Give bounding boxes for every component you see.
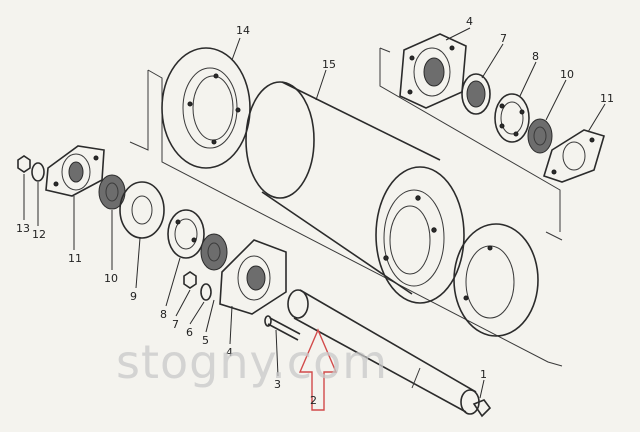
callout-8-left: 8: [160, 308, 167, 321]
shaft-and-bolt: [264, 289, 492, 418]
callout-10-left: 10: [104, 272, 118, 285]
callout-7-top: 7: [500, 32, 507, 45]
callout-2: 2: [310, 394, 317, 407]
callout-6: 6: [186, 326, 193, 339]
callout-4-left: 4: [226, 346, 233, 359]
callout-10-top: 10: [560, 68, 574, 81]
callout-8-top: 8: [532, 50, 539, 63]
callout-11-left: 11: [68, 252, 82, 265]
callout-5: 5: [202, 334, 209, 347]
callout-labels: 14 15 4 7 8 10 11 13 12 11 10 9 8 7 6 5 …: [16, 15, 614, 407]
callout-4-top: 4: [466, 15, 473, 28]
red-arrow-indicator: [298, 328, 338, 411]
callout-9: 9: [130, 290, 137, 303]
callout-11-top: 11: [600, 92, 614, 105]
callout-13: 13: [16, 222, 30, 235]
callout-14: 14: [236, 24, 250, 37]
assembly-frame: [129, 47, 563, 367]
callout-3: 3: [274, 378, 281, 391]
part-14-end-disc-lower: [453, 223, 539, 337]
callout-15: 15: [322, 58, 336, 71]
callout-12: 12: [32, 228, 46, 241]
left-bearing-stack: [17, 145, 287, 315]
part-15-drum: [245, 81, 465, 304]
callout-1: 1: [480, 368, 487, 381]
callout-7-left: 7: [172, 318, 179, 331]
part-14-end-disc: [161, 47, 251, 169]
leader-lines: [23, 27, 606, 399]
watermark-text: stogny.com: [116, 335, 388, 389]
upper-right-bearing-stack: [399, 33, 605, 183]
